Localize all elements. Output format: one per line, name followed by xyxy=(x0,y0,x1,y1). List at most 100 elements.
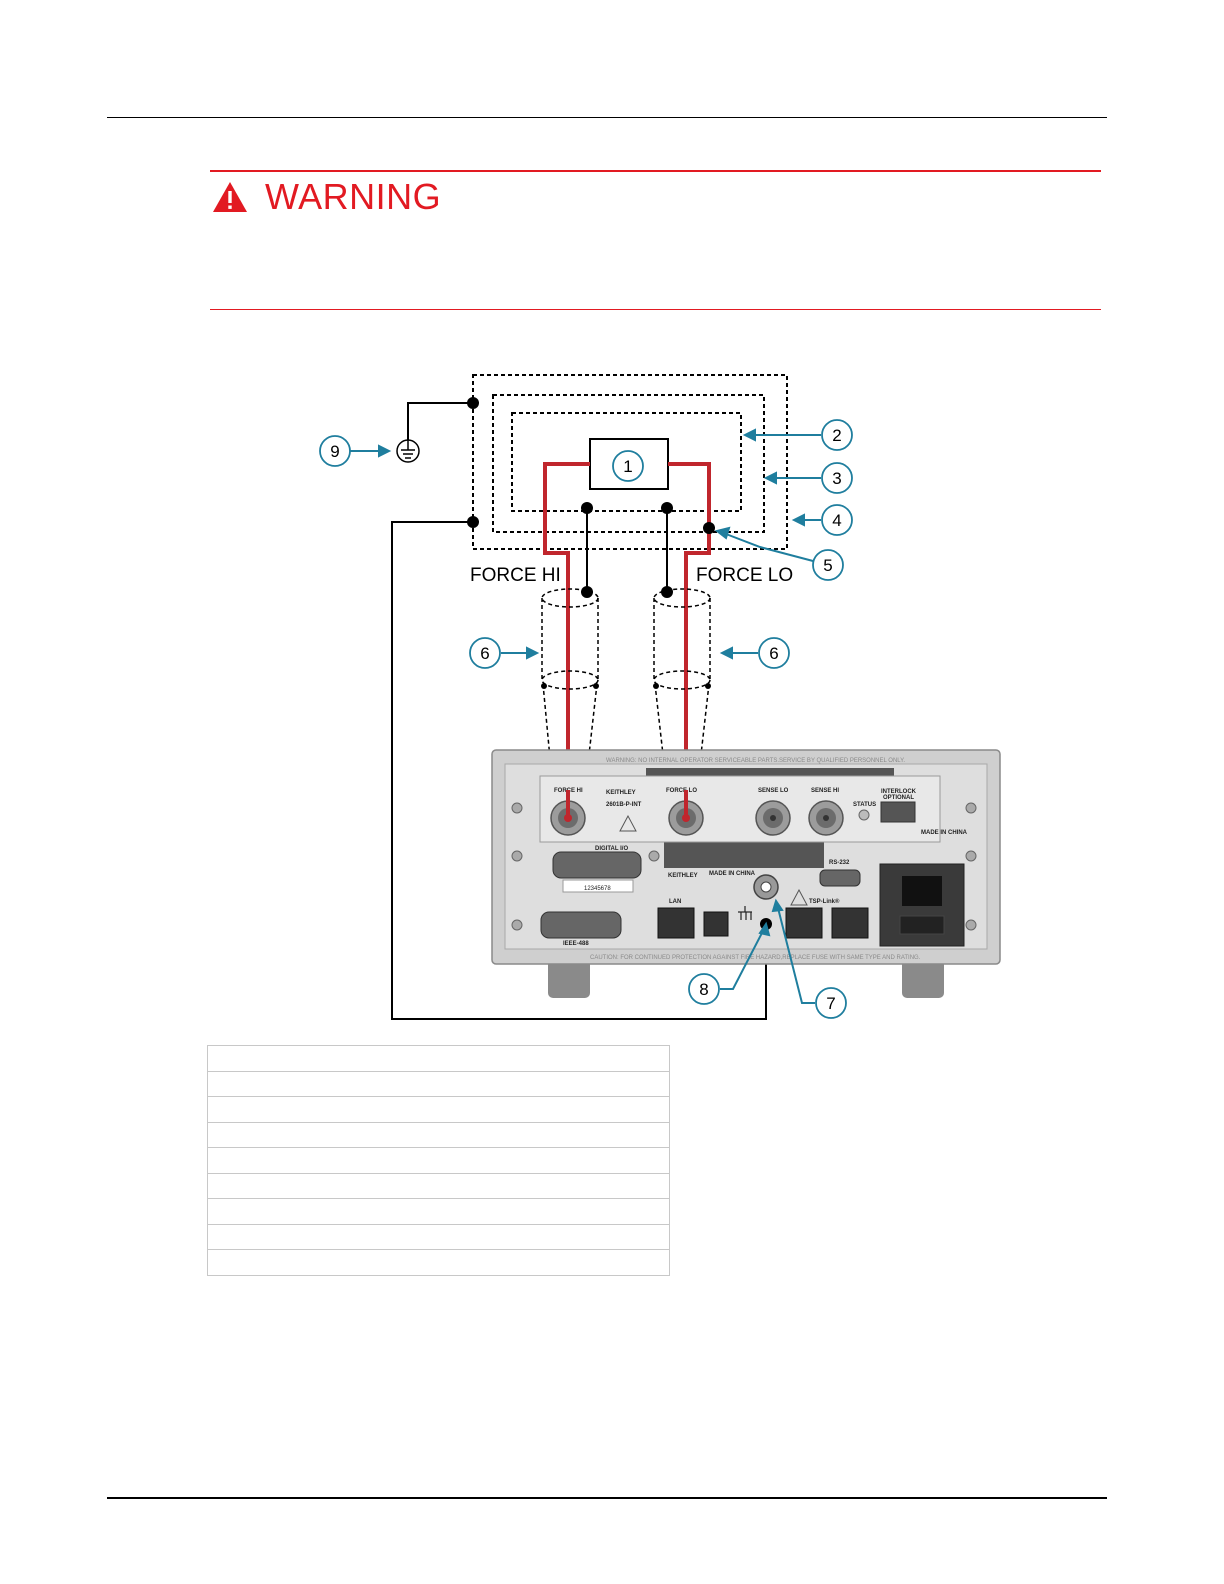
panel-label-brand: KEITHLEY xyxy=(606,790,636,796)
svg-text:1: 1 xyxy=(623,457,632,476)
node-force-lo-shield xyxy=(703,522,715,534)
panel-screw xyxy=(965,850,977,862)
chassis-ground-wire xyxy=(391,521,767,1020)
svg-text:2: 2 xyxy=(832,426,841,445)
table-row xyxy=(207,1071,670,1097)
callout-4: 4 xyxy=(821,504,853,536)
panel-label-made-in-china-2: MADE IN CHINA xyxy=(709,871,756,877)
shield-dot-hi-left xyxy=(541,683,547,689)
callout-3: 3 xyxy=(821,462,853,494)
callout-2: 2 xyxy=(821,419,853,451)
cable-shield-hi xyxy=(541,588,599,791)
shield-dot-lo-left xyxy=(653,683,659,689)
guard-wires xyxy=(586,508,668,592)
table-cell xyxy=(207,1198,670,1225)
force-wires xyxy=(543,462,711,818)
interlock-connector xyxy=(880,801,916,823)
table-row xyxy=(207,1122,670,1148)
panel-label-status: STATUS xyxy=(853,802,876,808)
instrument-rear-panel: WARNING: NO INTERNAL OPERATOR SERVICEABL… xyxy=(491,749,1001,998)
force-lo-label: FORCE LO xyxy=(696,565,793,586)
panel-label-interlock: INTERLOCK xyxy=(881,789,917,795)
callout-9: 9 xyxy=(319,435,351,467)
rs232-connector xyxy=(819,869,861,887)
header-rule xyxy=(107,117,1107,118)
cable-shield-lo xyxy=(653,588,711,791)
callout-6-left: 6 xyxy=(469,637,501,669)
svg-text:3: 3 xyxy=(832,469,841,488)
callout-5: 5 xyxy=(812,549,844,581)
svg-text:5: 5 xyxy=(823,556,832,575)
table-row xyxy=(207,1096,670,1123)
triax-sense-hi xyxy=(808,800,844,836)
lan-port xyxy=(657,907,695,939)
table-cell xyxy=(207,1224,670,1250)
callout-arrows xyxy=(348,428,821,1004)
status-led xyxy=(858,809,870,821)
force-lo-wire xyxy=(668,462,711,818)
serial-label xyxy=(562,879,634,893)
table-cell xyxy=(207,1173,670,1199)
shield-box-inner xyxy=(511,412,742,512)
table-cell xyxy=(207,1122,670,1148)
force-hi-wire xyxy=(543,462,590,818)
ieee488-connector xyxy=(540,911,622,939)
tsp-link-port-2 xyxy=(831,907,869,939)
node-guard-lo-top xyxy=(661,502,673,514)
warning-bottom-rule xyxy=(210,309,1101,310)
panel-screw xyxy=(648,850,660,862)
ground-wire xyxy=(407,402,473,440)
node-guard-lo-bottom xyxy=(661,586,673,598)
panel-label-lan: LAN xyxy=(669,899,681,905)
panel-label-force-lo: FORCE LO xyxy=(666,788,697,794)
callout-6-right: 6 xyxy=(758,637,790,669)
force-hi-label: FORCE HI xyxy=(470,565,561,586)
panel-screw xyxy=(511,919,523,931)
callouts: 1 2 3 4 5 6 6 7 xyxy=(319,419,853,1019)
table-cell xyxy=(207,1249,670,1276)
svg-text:4: 4 xyxy=(832,511,841,530)
tsp-link-port-1 xyxy=(785,907,823,939)
panel-label-model: 2601B-P-INT xyxy=(606,802,642,808)
table-cell xyxy=(207,1045,670,1072)
chassis-ground-post-center xyxy=(760,881,772,893)
card-slot xyxy=(539,775,941,843)
table-row xyxy=(207,1198,670,1225)
table-cell xyxy=(207,1147,670,1174)
panel-warning-icon-2 xyxy=(790,888,808,906)
digital-io-connector xyxy=(552,851,642,879)
panel-label-brand-2: KEITHLEY xyxy=(668,873,698,879)
table-row xyxy=(207,1249,670,1276)
warning-top-rule xyxy=(210,170,1101,172)
warning-title: WARNING xyxy=(265,176,442,217)
node-guard-hi-top xyxy=(581,502,593,514)
svg-text:7: 7 xyxy=(826,994,835,1013)
panel-label-sense-hi: SENSE HI xyxy=(811,788,839,794)
panel-label-made-in-china: MADE IN CHINA xyxy=(921,830,968,836)
panel-label-tsp-link: TSP-Link® xyxy=(809,898,840,905)
panel-label-rs232: RS-232 xyxy=(829,860,850,866)
panel-warning-icon xyxy=(619,814,637,832)
instrument-warning-banner: WARNING: NO INTERNAL OPERATOR SERVICEABL… xyxy=(606,758,905,764)
shield-dot-hi-right xyxy=(593,683,599,689)
panel-screw xyxy=(965,802,977,814)
table-row xyxy=(207,1173,670,1199)
panel-label-ieee488: IEEE-488 xyxy=(563,941,589,947)
warning-triangle-icon xyxy=(213,182,247,212)
panel-label-digital-io: DIGITAL I/O xyxy=(595,846,628,852)
warning-box: WARNING xyxy=(210,170,1101,311)
panel-screw xyxy=(965,919,977,931)
table-cell xyxy=(207,1071,670,1097)
panel-label-sense-lo: SENSE LO xyxy=(758,788,789,794)
footer-rule xyxy=(107,1497,1107,1499)
legend-table-body xyxy=(207,1045,670,1276)
panel-screw xyxy=(511,850,523,862)
table-row xyxy=(207,1147,670,1174)
callout-8: 8 xyxy=(688,973,720,1005)
node-guard-hi-bottom xyxy=(581,586,593,598)
panel-label-optional: OPTIONAL xyxy=(883,795,914,801)
shield-box-middle xyxy=(492,394,765,533)
shield-node-ground xyxy=(467,397,479,409)
usb-port xyxy=(703,911,729,937)
